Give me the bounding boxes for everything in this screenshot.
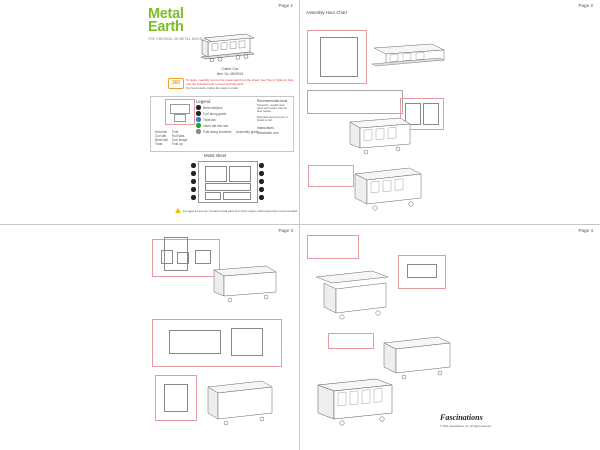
step-5-part bbox=[164, 237, 188, 271]
part-callout bbox=[191, 179, 196, 184]
warning-icon bbox=[175, 208, 181, 213]
model-item-number: Item. No. MMS016 bbox=[216, 72, 244, 76]
part-callout bbox=[259, 179, 264, 184]
legend-left-item: Fold up bbox=[172, 142, 183, 146]
legend-twist-icon bbox=[196, 117, 201, 122]
copyright-text: © 2021 Fascinations, Inc. All rights res… bbox=[440, 425, 492, 428]
page-1: Page 1 Metal Earth THE ORIGINAL 3D METAL… bbox=[0, 0, 299, 224]
legend-title: Legend bbox=[196, 99, 211, 104]
step-box-parts bbox=[307, 30, 367, 84]
intro-text-red-2: Use the included tools to bend and fold … bbox=[186, 82, 245, 86]
legend-left-item: Fold bbox=[172, 130, 179, 134]
instructions-title: Instructions bbox=[257, 126, 274, 130]
legend-item: Insert tab into slot bbox=[203, 123, 229, 128]
legend-left-item: Bend tab bbox=[155, 138, 168, 142]
legend-left-item: Roll tabs bbox=[172, 134, 185, 138]
page-label: Page 4 bbox=[578, 228, 593, 233]
legend-item: Twist tab bbox=[203, 117, 216, 122]
part-callout bbox=[191, 187, 196, 192]
part-callout bbox=[259, 163, 264, 168]
legend-right-note: Assembly guide bbox=[236, 130, 259, 134]
step-9-roof-part bbox=[398, 255, 446, 289]
part-callout bbox=[259, 171, 264, 176]
recommended-tools-text: Tweezers, needle-nose pliers and cutters… bbox=[257, 104, 288, 114]
metal-sheet-diagram bbox=[198, 161, 258, 203]
legend-left-item: Hold tab bbox=[155, 130, 167, 134]
part-callout bbox=[191, 163, 196, 168]
part-callout bbox=[191, 171, 196, 176]
legend-insert-icon bbox=[196, 123, 201, 128]
step-9-detail bbox=[307, 235, 359, 259]
model-name: Cable Car bbox=[221, 67, 239, 71]
legend-panel bbox=[150, 96, 294, 152]
intro-text-red-1: To begin, carefully remove the metal par… bbox=[186, 78, 295, 82]
page-divider-horizontal bbox=[0, 224, 600, 225]
step-3-diagram bbox=[349, 117, 411, 155]
step-2-detail bbox=[400, 98, 444, 130]
step-5-panel bbox=[152, 239, 220, 277]
step-6-diagram bbox=[213, 265, 277, 303]
step-10-detail bbox=[328, 333, 374, 349]
warning-text: For ages 14 and up. Contains small parts… bbox=[183, 209, 298, 213]
sheet-view-title: Metal sheet bbox=[204, 153, 227, 158]
metal-earth-logo: Metal Earth bbox=[148, 6, 184, 35]
finished-model bbox=[317, 378, 393, 426]
legend-item: Fold along scoreline bbox=[203, 129, 232, 134]
page-2: Page 2 Assembly Hour Chart bbox=[300, 0, 599, 224]
page-3: Page 3 bbox=[0, 225, 299, 449]
legend-fold-icon bbox=[196, 129, 201, 134]
page-label: Page 1 bbox=[278, 3, 293, 8]
step-10-diagram bbox=[383, 336, 451, 380]
legend-left-item: Twist bbox=[155, 142, 163, 146]
step-4-diagram bbox=[354, 167, 422, 211]
tip-text: Roll parts around a pen or dowel to curl… bbox=[257, 116, 289, 123]
legend-item: Bend tab/pins bbox=[203, 105, 223, 110]
step-2-panel bbox=[307, 90, 403, 114]
step-1-diagram bbox=[371, 43, 445, 67]
legend-left-item: Curl shape bbox=[172, 138, 188, 142]
intro-text: For best results, follow the steps in or… bbox=[186, 86, 239, 90]
legend-left-item: Curl tab bbox=[155, 134, 167, 138]
step-8-detail bbox=[155, 375, 197, 421]
website: metalearth.com bbox=[257, 131, 279, 135]
legend-curl-icon bbox=[196, 111, 201, 116]
part-callout bbox=[259, 195, 264, 200]
part-callout bbox=[191, 195, 196, 200]
step-7-panel bbox=[152, 319, 282, 367]
cable-car-illustration bbox=[200, 33, 255, 63]
rotate-360-badge: 360 bbox=[168, 78, 184, 89]
legend-bend-icon bbox=[196, 105, 201, 110]
fascinations-logo: Fascinations bbox=[440, 413, 483, 422]
legend-symbols-box bbox=[165, 99, 195, 125]
legend-item: Curl along guide bbox=[203, 111, 227, 116]
part-callout bbox=[259, 187, 264, 192]
page2-title: Assembly Hour Chart bbox=[306, 10, 347, 15]
page-divider-vertical bbox=[299, 0, 300, 450]
step-8-diagram bbox=[207, 380, 273, 426]
page-label: Page 2 bbox=[578, 3, 593, 8]
step-4-detail bbox=[308, 165, 354, 187]
recommended-tools-title: Recommended tools bbox=[257, 99, 288, 103]
page-4: Page 4 Fascinations bbox=[300, 225, 599, 449]
logo-tagline: THE ORIGINAL 3D METAL MODEL KITS bbox=[148, 37, 213, 41]
step-9-diagram bbox=[315, 270, 389, 320]
page-label: Page 3 bbox=[278, 228, 293, 233]
